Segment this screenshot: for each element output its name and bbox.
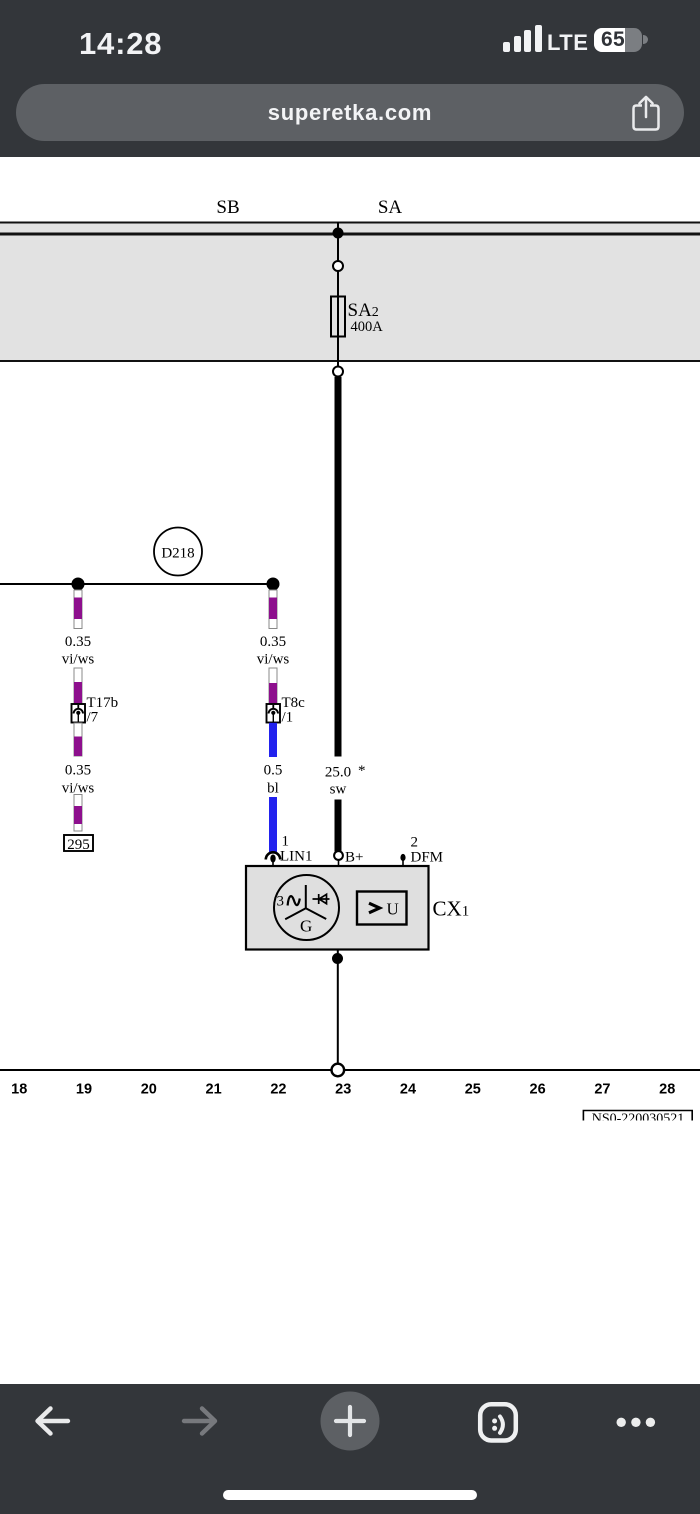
svg-text:0.35: 0.35: [260, 634, 286, 650]
svg-text:CX1: CX1: [433, 897, 470, 921]
svg-text:SB: SB: [216, 197, 239, 218]
svg-text:0.5: 0.5: [264, 763, 283, 779]
svg-text:22: 22: [270, 1082, 286, 1098]
svg-text:23: 23: [335, 1082, 351, 1098]
svg-text:/1: /1: [282, 710, 294, 726]
svg-text:24: 24: [400, 1082, 416, 1098]
svg-text:400A: 400A: [351, 319, 384, 335]
svg-text:/7: /7: [87, 710, 99, 726]
svg-text:0.35: 0.35: [65, 763, 91, 779]
svg-text:vi/ws: vi/ws: [62, 652, 95, 668]
svg-text:U: U: [387, 900, 399, 919]
svg-text:SA: SA: [378, 197, 403, 218]
svg-text:20: 20: [141, 1082, 157, 1098]
svg-text:B+: B+: [345, 850, 363, 866]
svg-text:SA2: SA2: [348, 300, 379, 321]
svg-text:28: 28: [659, 1082, 675, 1098]
svg-text:25: 25: [465, 1082, 481, 1098]
svg-text:0.35: 0.35: [65, 634, 91, 650]
svg-text:21: 21: [206, 1082, 222, 1098]
svg-text:sw: sw: [330, 782, 347, 798]
svg-text:2: 2: [411, 835, 419, 851]
svg-text:LIN1: LIN1: [280, 849, 313, 865]
svg-text:DFM: DFM: [411, 850, 444, 866]
svg-text:18: 18: [11, 1082, 27, 1098]
svg-text:vi/ws: vi/ws: [257, 652, 290, 668]
svg-text:3: 3: [277, 894, 285, 910]
svg-text:19: 19: [76, 1082, 92, 1098]
svg-text:27: 27: [594, 1082, 610, 1098]
svg-text:G: G: [300, 917, 312, 936]
svg-text:T17b: T17b: [87, 695, 119, 711]
svg-text:1: 1: [282, 834, 290, 850]
svg-text:NS0-220030521: NS0-220030521: [592, 1112, 685, 1127]
svg-text:bl: bl: [267, 781, 279, 797]
svg-text:D218: D218: [161, 546, 194, 562]
svg-text:T8c: T8c: [282, 695, 306, 711]
svg-text:295: 295: [67, 837, 90, 853]
svg-text:vi/ws: vi/ws: [62, 781, 95, 797]
svg-text:26: 26: [530, 1082, 546, 1098]
svg-text:*: *: [358, 763, 366, 779]
svg-text:25.0: 25.0: [325, 765, 351, 781]
